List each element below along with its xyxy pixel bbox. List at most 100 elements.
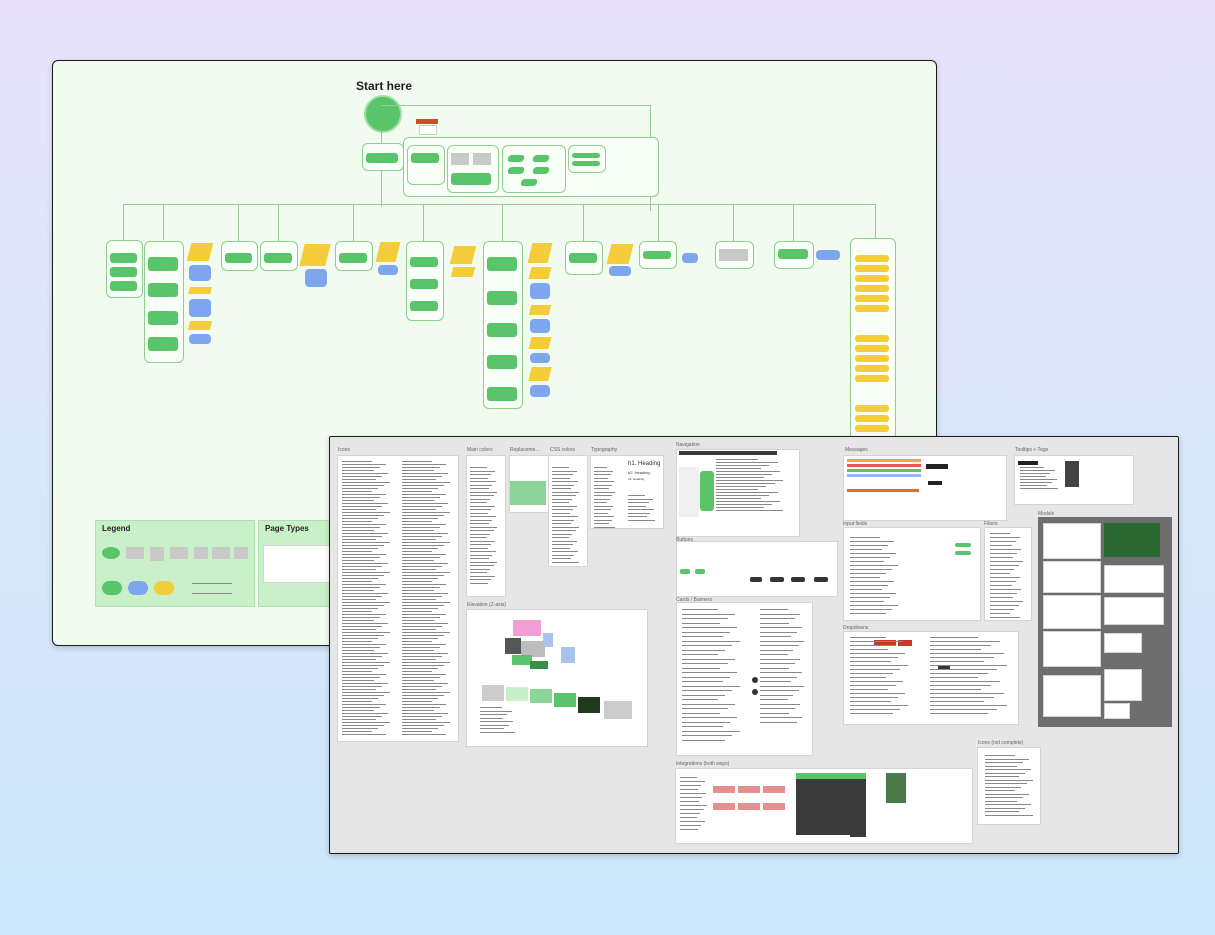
placeholder-text-line [342,704,386,705]
placeholder-text-line [342,647,380,648]
placeholder-text-line [760,677,797,678]
cards-frame[interactable] [676,602,813,756]
placeholder-text-line [402,542,450,543]
placeholder-text-line [850,541,894,542]
placeholder-text-line [402,512,450,513]
placeholder-text-line [470,495,494,496]
placeholder-text-line [1020,482,1052,483]
placeholder-text-line [552,488,571,489]
placeholder-text-line [930,665,1007,666]
placeholder-text-line [552,541,577,542]
placeholder-text-line [850,561,884,562]
placeholder-text-line [680,801,699,802]
placeholder-text-line [342,533,388,534]
placeholder-text-line [402,626,442,627]
frame-label-replacement: Replaceme... [510,447,539,453]
placeholder-text-line [682,641,740,642]
placeholder-text-line [990,569,1014,570]
placeholder-text-line [402,677,440,678]
placeholder-text-line [342,506,382,507]
placeholder-text-line [990,577,1020,578]
start-node[interactable] [364,95,402,133]
placeholder-text-line [930,693,1004,694]
placeholder-text-line [402,698,438,699]
placeholder-text-line [402,620,434,621]
placeholder-text-line [760,690,799,691]
placeholder-text-line [985,755,1015,756]
placeholder-text-line [850,537,880,538]
elevation-frame[interactable] [466,609,648,747]
placeholder-text-line [402,488,438,489]
placeholder-text-line [402,593,448,594]
placeholder-text-line [552,548,570,549]
placeholder-text-line [342,629,376,630]
placeholder-text-line [470,576,495,577]
placeholder-text-line [402,704,446,705]
placeholder-text-line [985,794,1029,795]
placeholder-text-line [850,589,882,590]
placeholder-text-line [985,804,1031,805]
placeholder-text-line [342,683,388,684]
placeholder-text-line [342,650,374,651]
placeholder-text-line [850,557,890,558]
placeholder-text-line [594,481,614,482]
placeholder-text-line [342,725,384,726]
placeholder-text-line [470,541,495,542]
placeholder-text-line [402,569,436,570]
placeholder-text-line [552,523,571,524]
placeholder-text-line [680,781,705,782]
placeholder-text-line [850,673,893,674]
placeholder-text-line [716,507,764,508]
placeholder-text-line [342,644,386,645]
placeholder-text-line [716,501,780,502]
placeholder-text-line [682,668,720,669]
placeholder-text-line [342,677,380,678]
placeholder-text-line [470,488,489,489]
placeholder-text-line [850,677,886,678]
placeholder-text-line [990,537,1020,538]
placeholder-text-line [402,725,444,726]
placeholder-text-line [682,740,725,741]
placeholder-text-line [342,692,390,693]
placeholder-text-line [402,596,442,597]
placeholder-text-line [990,549,1021,550]
placeholder-text-line [760,699,788,700]
placeholder-text-line [990,565,1019,566]
placeholder-text-line [760,713,789,714]
placeholder-text-line [402,608,438,609]
placeholder-text-line [682,704,735,705]
typography-h2: h2. Heading [628,470,650,475]
placeholder-text-line [680,829,698,830]
placeholder-text-line [628,516,647,517]
placeholder-text-line [402,500,434,501]
design-system-board[interactable]: Icons Main colors Replaceme... CSS color… [329,436,1179,854]
placeholder-text-line [342,710,374,711]
placeholder-text-line [342,515,384,516]
placeholder-text-line [342,713,388,714]
placeholder-text-line [342,503,388,504]
placeholder-text-line [342,659,376,660]
placeholder-text-line [402,617,440,618]
page-types-title: Page Types [265,524,309,533]
placeholder-text-line [470,534,490,535]
placeholder-text-line [594,516,614,517]
placeholder-text-line [402,689,436,690]
placeholder-text-line [850,605,898,606]
placeholder-text-line [342,617,380,618]
frame-label-typography: Typography [591,447,617,453]
placeholder-text-line [760,645,799,646]
placeholder-text-line [850,709,900,710]
placeholder-text-line [760,627,802,628]
placeholder-text-line [628,509,654,510]
placeholder-text-line [342,671,372,672]
placeholder-text-line [990,553,1017,554]
placeholder-text-line [402,731,432,732]
placeholder-text-line [552,474,573,475]
placeholder-text-line [990,613,1010,614]
placeholder-text-line [342,602,390,603]
placeholder-text-line [680,825,701,826]
placeholder-text-line [552,520,574,521]
placeholder-text-line [594,474,611,475]
placeholder-text-line [480,707,502,708]
placeholder-text-line [402,497,440,498]
